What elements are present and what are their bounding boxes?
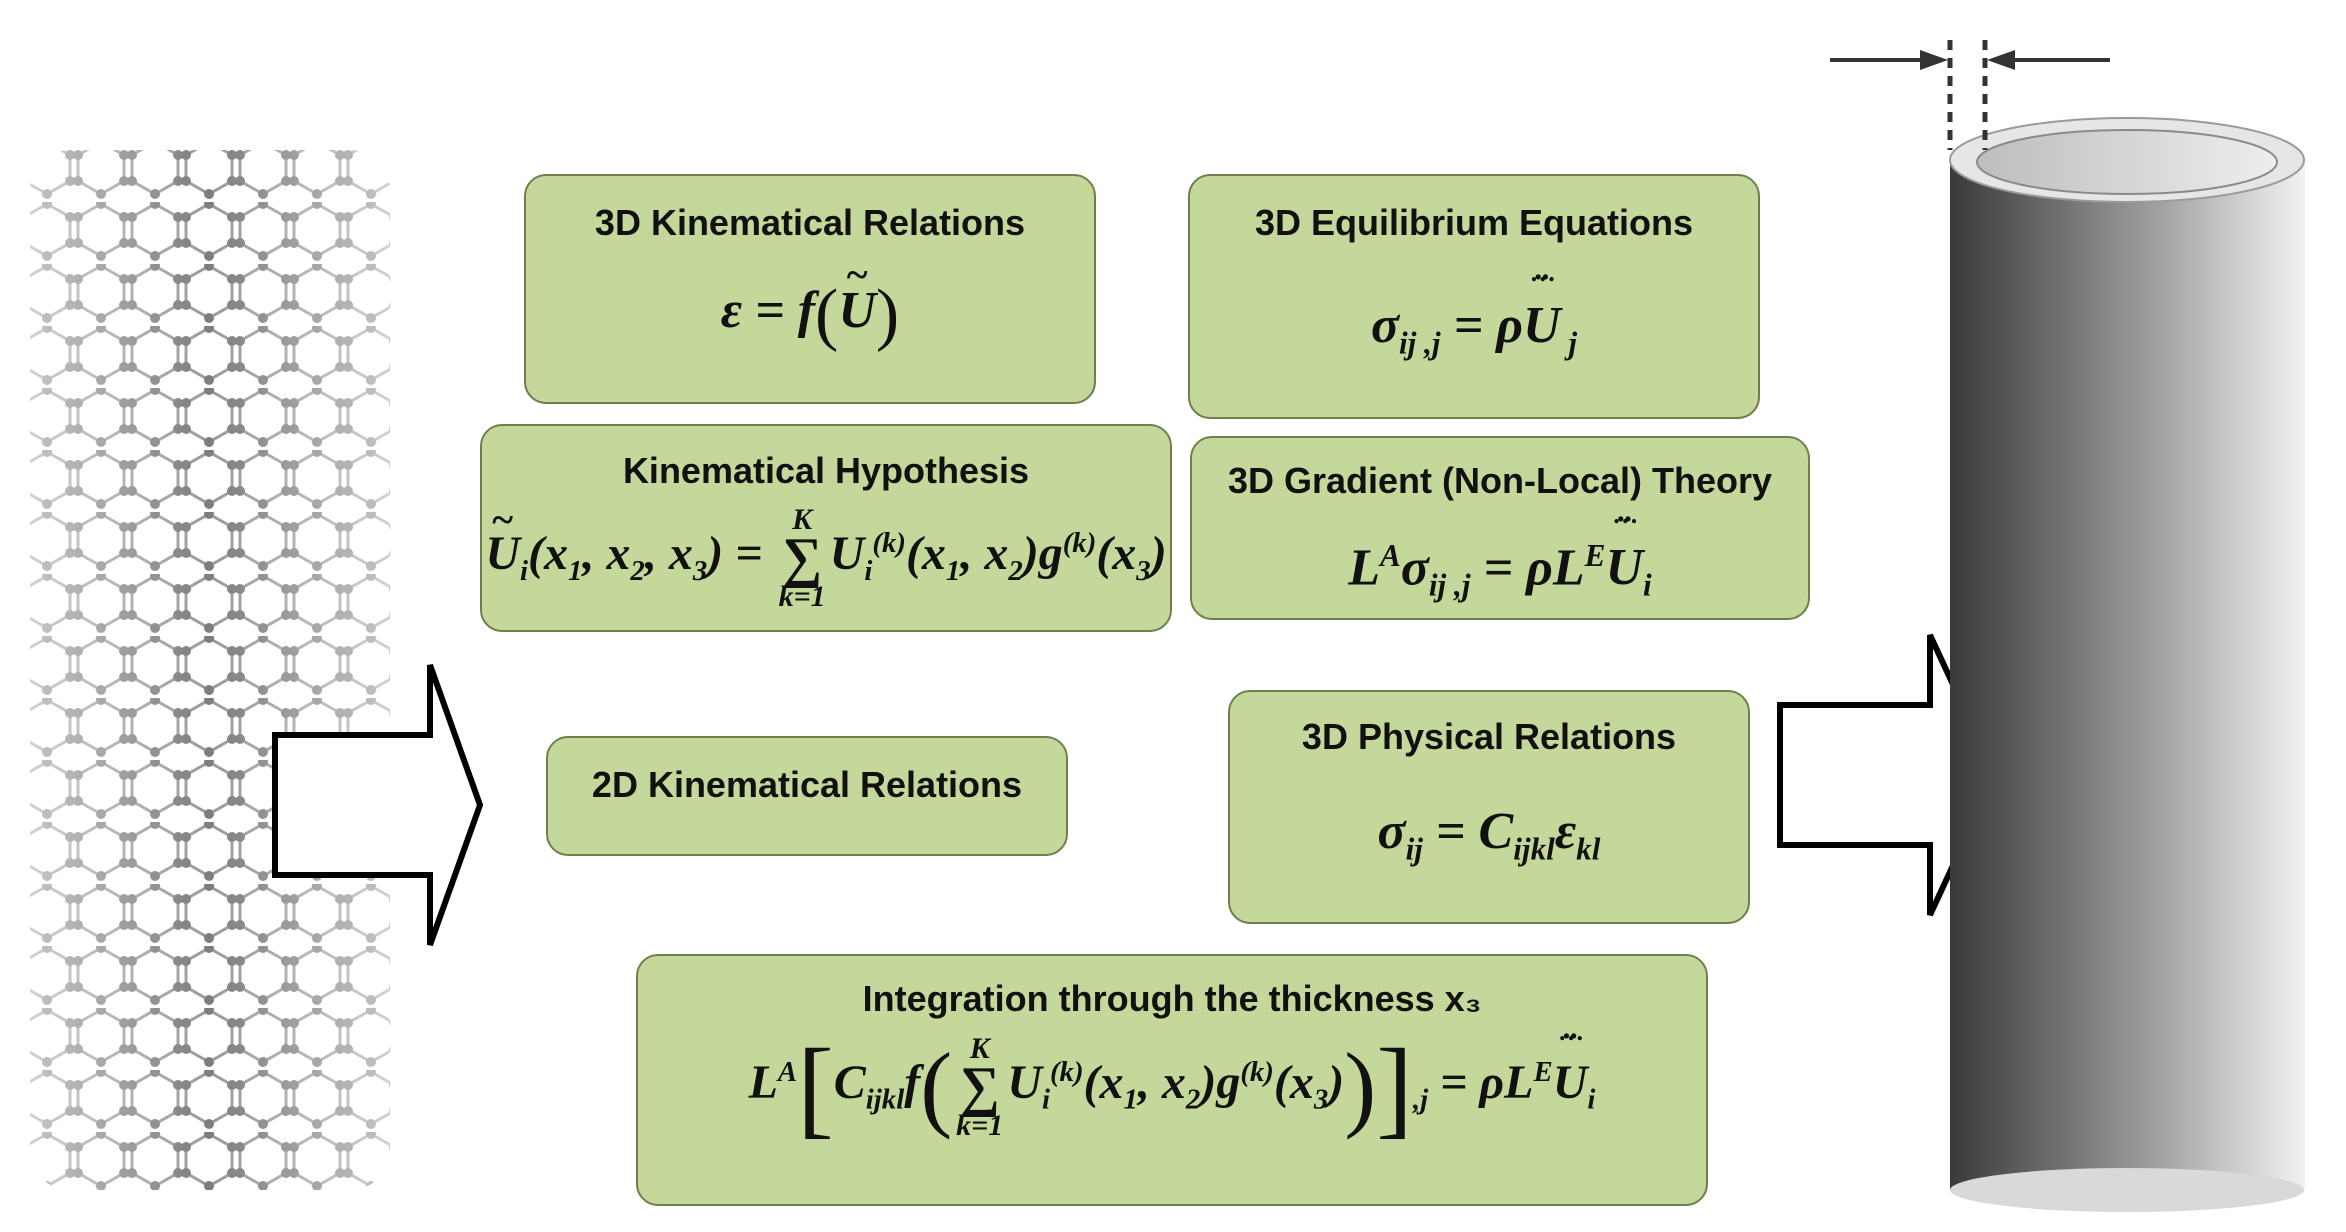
- kinematical-2d-box: 2D Kinematical Relations: [546, 736, 1068, 856]
- integration-box: Integration through the thickness x₃ LA[…: [636, 954, 1708, 1206]
- carbon-nanotube-icon: [30, 150, 390, 1190]
- integration-title: Integration through the thickness x₃: [862, 978, 1482, 1019]
- hypothesis-title: Kinematical Hypothesis: [622, 450, 1030, 491]
- kinematical-3d-box: 3D Kinematical Relations ε = f(U): [524, 174, 1096, 404]
- equilibrium-3d-equation: σij ,j = ρU j: [1190, 296, 1758, 361]
- physical-3d-box: 3D Physical Relations σij = Cijklεkl: [1228, 690, 1750, 924]
- gradient-title: 3D Gradient (Non-Local) Theory: [1227, 460, 1773, 501]
- kinematical-3d-equation: ε = f(U): [526, 280, 1094, 350]
- equilibrium-3d-title: 3D Equilibrium Equations: [1254, 202, 1694, 243]
- hollow-cylinder-icon: [1830, 40, 2305, 1212]
- equilibrium-3d-box: 3D Equilibrium Equations σij ,j = ρU j: [1188, 174, 1760, 419]
- gradient-equation: LAσij ,j = ρLEUi: [1192, 538, 1808, 604]
- kinematical-2d-title: 2D Kinematical Relations: [591, 764, 1023, 805]
- gradient-box: 3D Gradient (Non-Local) Theory LAσij ,j …: [1190, 436, 1810, 620]
- hypothesis-box: Kinematical Hypothesis Ui(x1, x2, x3) = …: [480, 424, 1172, 632]
- left-arrow-icon: [272, 663, 484, 947]
- hypothesis-equation: Ui(x1, x2, x3) = K∑k=1Ui(k)(x1, x2)g(k)(…: [482, 505, 1170, 612]
- kinematical-3d-title: 3D Kinematical Relations: [594, 202, 1026, 243]
- physical-3d-title: 3D Physical Relations: [1301, 716, 1677, 757]
- physical-3d-equation: σij = Cijklεkl: [1377, 803, 1601, 867]
